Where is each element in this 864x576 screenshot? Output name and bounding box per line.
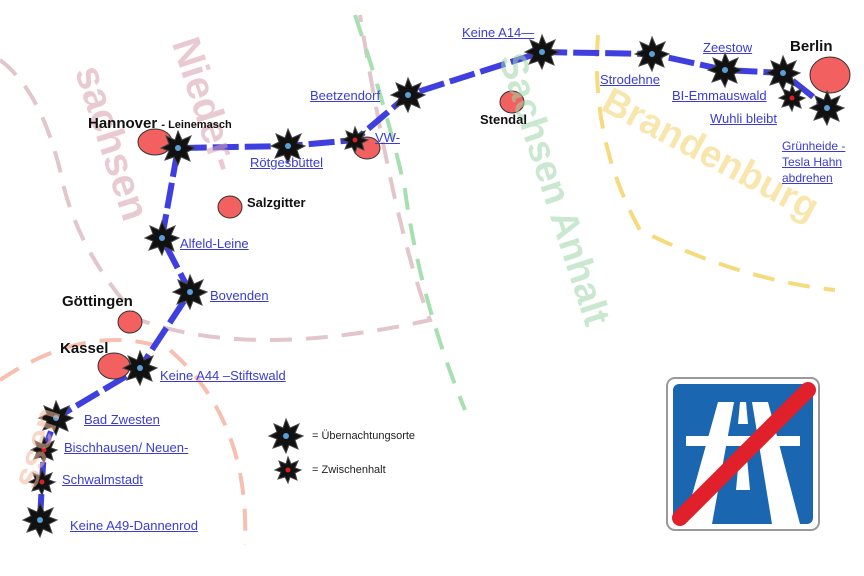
stop-star-alfeld xyxy=(144,220,180,256)
city-label-hannover-sub: - Leinemasch xyxy=(161,119,232,131)
stop-link-keine-a49[interactable]: Keine A49-Dannenrod xyxy=(70,518,198,533)
stop-link-bi-emmauswald[interactable]: BI-Emmauswald xyxy=(672,88,767,103)
city-marker-goettingen xyxy=(117,310,143,334)
autobahn-end-sign xyxy=(666,377,820,531)
stop-star-bischhausen xyxy=(30,436,58,464)
stop-star-wuhli xyxy=(778,84,806,112)
city-label-stendal: Stendal xyxy=(480,112,527,127)
stop-link-keine-a44[interactable]: Keine A44 –Stiftswald xyxy=(160,368,286,383)
city-marker-berlin xyxy=(809,56,851,94)
stop-link-zeestow[interactable]: Zeestow xyxy=(703,40,753,55)
city-label-salzgitter: Salzgitter xyxy=(247,195,306,210)
stop-star-keine-a49 xyxy=(22,502,58,538)
stop-link-schwalmstadt[interactable]: Schwalmstadt xyxy=(62,472,143,487)
city-marker-salzgitter xyxy=(217,195,243,219)
legend-star-overnight xyxy=(268,418,304,454)
stop-star-keine-a14 xyxy=(524,34,560,70)
stop-star-vw xyxy=(341,126,369,154)
stop-star-hannover xyxy=(160,130,196,166)
stop-link-roetgesbuettel[interactable]: Rötgesbüttel xyxy=(250,155,323,170)
stop-link-keine-a14[interactable]: Keine A14— xyxy=(462,25,535,40)
legend-overnight-label: = Übernachtungsorte xyxy=(312,430,416,442)
stop-star-strodehne xyxy=(634,36,670,72)
city-label-goettingen: Göttingen xyxy=(62,293,133,310)
stop-star-schwalmstadt xyxy=(28,468,56,496)
stop-star-beetzendorf xyxy=(390,77,426,113)
border-hessen xyxy=(0,338,248,546)
border-sachsen-anhalt xyxy=(353,14,467,411)
stop-star-gruenheide xyxy=(809,90,845,126)
city-label-kassel: Kassel xyxy=(60,340,109,357)
stop-link-bad-zwesten[interactable]: Bad Zwesten xyxy=(84,412,160,427)
stop-star-bi-emmauswald xyxy=(765,55,801,91)
city-label-berlin: Berlin xyxy=(790,38,833,55)
stop-star-zeestow xyxy=(707,52,743,88)
stop-star-roetgesbuettel xyxy=(270,128,306,164)
stop-link-strodehne[interactable]: Strodehne xyxy=(600,72,660,87)
stop-link-wuhli[interactable]: Wuhli bleibt xyxy=(710,111,777,126)
city-label-hannover: Hannover - Leinemasch xyxy=(88,115,232,132)
border-niedersachsen xyxy=(0,14,433,342)
stop-star-keine-a44 xyxy=(122,350,158,386)
legend-star-intermediate xyxy=(274,456,302,484)
stop-star-bad-zwesten xyxy=(38,400,74,436)
city-marker-stendal xyxy=(499,90,525,114)
stop-link-bischhausen[interactable]: Bischhausen/ Neuen- xyxy=(64,440,189,455)
stop-link-vw[interactable]: VW- xyxy=(375,130,401,145)
stop-star-bovenden xyxy=(172,274,208,310)
stop-link-alfeld[interactable]: Alfeld-Leine xyxy=(180,236,249,251)
city-marker-hannover xyxy=(137,128,173,156)
stop-link-gruenheide[interactable]: Grünheide - Tesla Hahn abdrehen xyxy=(782,139,846,185)
route-line xyxy=(37,49,829,521)
legend-intermediate-label: = Zwischenhalt xyxy=(312,464,386,476)
stop-link-bovenden[interactable]: Bovenden xyxy=(210,288,269,303)
stop-link-beetzendorf[interactable]: Beetzendorf xyxy=(310,88,381,103)
